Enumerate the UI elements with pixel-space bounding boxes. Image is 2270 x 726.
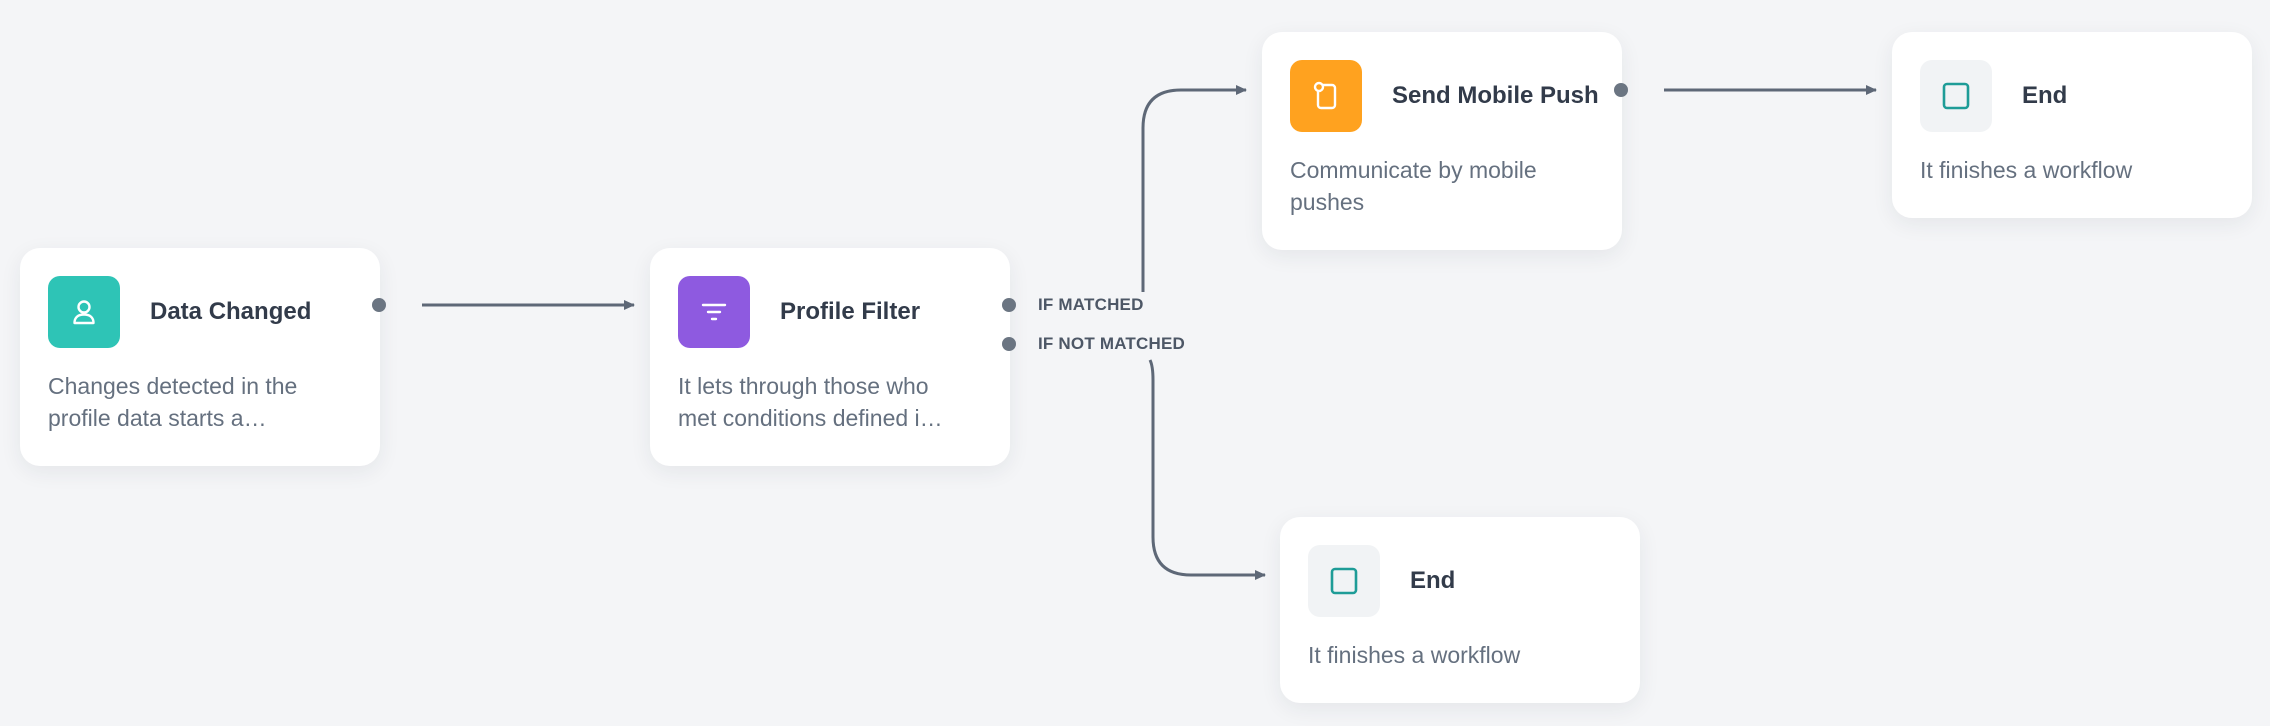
stop-square-icon	[1330, 567, 1358, 595]
node-end-bottom[interactable]: End It finishes a workflow	[1280, 517, 1640, 703]
user-icon	[73, 300, 95, 325]
connector-not-matched-to-end	[1148, 359, 1266, 580]
output-port-data-changed[interactable]	[372, 298, 386, 312]
output-port-if-matched[interactable]	[1002, 298, 1016, 312]
node-description: It finishes a workflow	[1920, 157, 2133, 183]
node-description: It lets through those who met conditions…	[678, 373, 943, 431]
node-description: Communicate by mobile pushes	[1290, 157, 1537, 215]
node-profile-filter[interactable]: Profile Filter It lets through those who…	[650, 248, 1010, 466]
branch-label-if-matched: IF MATCHED	[1038, 295, 1144, 314]
node-send-mobile-push[interactable]: Send Mobile Push Communicate by mobile p…	[1262, 32, 1622, 250]
branch-label-if-not-matched: IF NOT MATCHED	[1038, 334, 1185, 353]
node-send-mobile-push-icon-tile	[1290, 60, 1362, 132]
node-title: End	[2022, 82, 2068, 109]
node-profile-filter-icon-tile	[678, 276, 750, 348]
output-port-if-not-matched[interactable]	[1002, 337, 1016, 351]
node-description: Changes detected in the profile data sta…	[48, 373, 298, 431]
node-end-top[interactable]: End It finishes a workflow	[1892, 32, 2252, 218]
output-port-send-mobile-push[interactable]	[1614, 83, 1628, 97]
node-data-changed[interactable]: Data Changed Changes detected in the pro…	[20, 248, 380, 466]
node-description: It finishes a workflow	[1308, 642, 1521, 668]
node-data-changed-icon-tile	[48, 276, 120, 348]
connector-matched-to-send-mobile-push	[1141, 85, 1247, 292]
node-end-icon-tile	[1308, 545, 1380, 617]
node-title: Send Mobile Push	[1392, 82, 1599, 109]
node-title: Data Changed	[150, 298, 312, 325]
node-title: Profile Filter	[780, 298, 921, 325]
mobile-push-icon	[1313, 81, 1337, 110]
stop-square-icon	[1942, 82, 1970, 110]
filter-icon	[701, 303, 727, 321]
node-end-icon-tile	[1920, 60, 1992, 132]
node-title: End	[1410, 567, 1456, 594]
